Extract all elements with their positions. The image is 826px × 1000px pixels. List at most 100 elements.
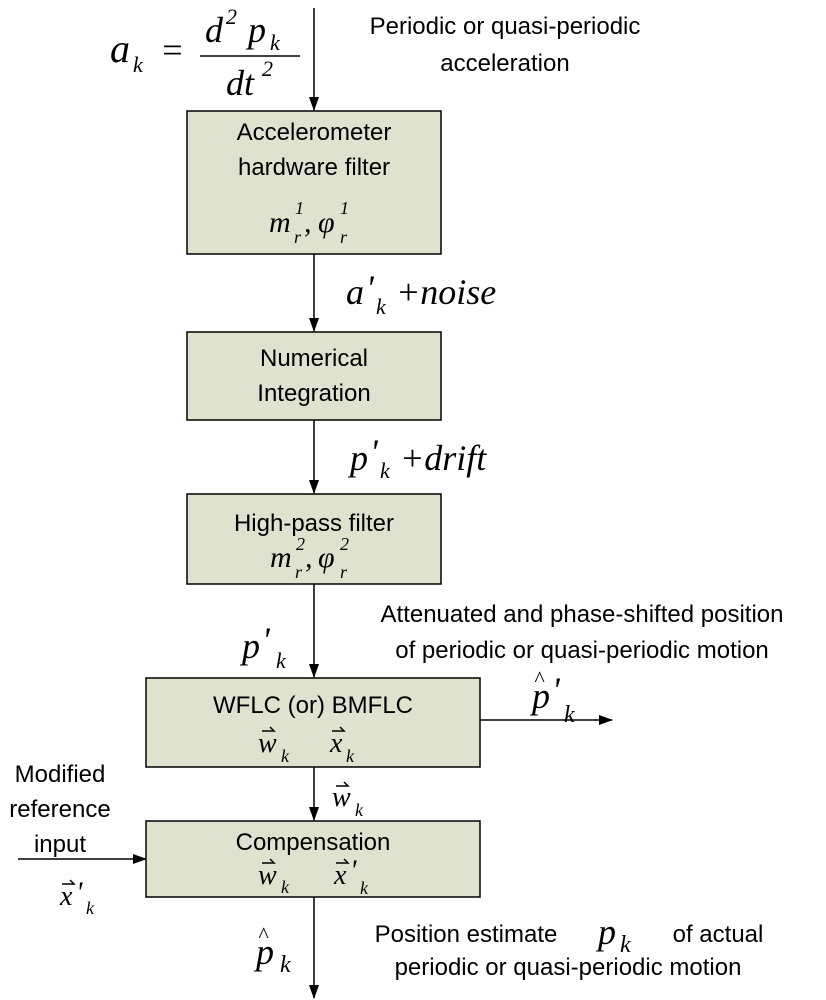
ref-x-vector-arrow [62, 879, 76, 885]
box1-m: m [269, 206, 291, 239]
ref-x-prime: x ' k [59, 876, 95, 918]
box1-params: m 1 r , φ 1 r [269, 198, 349, 247]
box3-comma: , [305, 541, 313, 574]
box3-line1: High-pass filter [234, 510, 394, 537]
eq-num-subscript: k [270, 30, 281, 55]
box1-phi: φ [318, 206, 335, 239]
box5-x-prime: ' [350, 854, 357, 887]
eq-num-p: p [245, 10, 266, 50]
box5-params: w k x ' k [258, 854, 369, 898]
box4-x-sub: k [346, 746, 355, 766]
box2-line1: Numerical [260, 345, 368, 372]
eq-lhs-subscript: k [133, 52, 144, 77]
out1-prime: ' [552, 670, 561, 710]
sig1-prime: ' [366, 268, 375, 308]
out2-base: p [253, 932, 274, 972]
sig3-prime: ' [262, 620, 271, 660]
eq-lhs: a [110, 26, 130, 71]
final-p: p [595, 912, 616, 952]
box1-comma: , [304, 206, 312, 239]
box4-w-vector-arrow [262, 726, 276, 732]
acceleration-equation: a k = d 2 p k dt 2 [110, 4, 300, 103]
out2-hat: ^ [258, 922, 269, 947]
ref-x-prime-mark: ' [76, 876, 83, 909]
box3-phi-sub: r [340, 562, 348, 582]
box1-phi-sub: r [340, 227, 348, 247]
ref-label-line3: input [34, 831, 86, 858]
output-p-hat: p ^ k [253, 922, 291, 978]
accelerometer-filter-box [186, 110, 442, 255]
sig2-prime: ' [370, 432, 379, 472]
signal-p-prime: p ' k [239, 620, 287, 673]
box1-line1: Accelerometer [237, 119, 392, 146]
box5-w-sub: k [281, 877, 290, 897]
out1-subscript: k [564, 702, 575, 728]
sig3-base: p [239, 626, 260, 666]
box1-line2: hardware filter [238, 154, 390, 181]
out1-base: p [529, 676, 550, 716]
box3-phi: φ [318, 541, 335, 574]
eq-den-exp: 2 [262, 56, 273, 81]
box2-line2: Integration [257, 380, 370, 407]
ref-label-line1: Modified [15, 761, 106, 788]
box4-x: x [329, 728, 343, 759]
final-p-sub: k [620, 932, 631, 958]
top-label-line2: acceleration [440, 50, 569, 77]
signal-p-prime-drift: p ' k +drift [347, 432, 487, 483]
box4-params: w k x k [258, 726, 355, 766]
out1-hat: ^ [534, 666, 545, 691]
box4-x-vector-arrow [332, 726, 346, 732]
ref-x-subscript: k [86, 898, 95, 918]
output-p-hat-prime: p ^ ' k [529, 666, 575, 728]
box5-x: x [333, 860, 347, 891]
box5-w-vector-arrow [262, 858, 276, 864]
box3-phi-sup: 2 [340, 534, 349, 554]
box1-m-sub: r [294, 227, 302, 247]
eq-den-dt: dt [226, 63, 255, 103]
sig2-rest: +drift [400, 438, 487, 478]
sig3-subscript: k [276, 648, 287, 673]
box1-m-sup: 1 [295, 198, 304, 218]
sig2-subscript: k [380, 458, 391, 483]
annotation-line2: of periodic or quasi-periodic motion [395, 637, 769, 664]
ref-x: x [59, 881, 73, 912]
box3-m: m [270, 541, 292, 574]
out2-subscript: k [280, 952, 291, 978]
eq-equals: = [160, 30, 184, 70]
eq-num-exp: 2 [226, 4, 237, 29]
final-line1-a: Position estimate [375, 921, 558, 948]
sig4-w: w [332, 782, 351, 813]
final-line1-b: of actual [673, 921, 764, 948]
sig4-subscript: k [355, 800, 364, 820]
box5-x-vector-arrow [336, 858, 350, 864]
sig1-base: a [346, 272, 364, 312]
sig1-subscript: k [376, 294, 387, 319]
numerical-integration-box [186, 331, 442, 421]
box4-line1: WFLC (or) BMFLC [213, 692, 413, 719]
top-label-line1: Periodic or quasi-periodic [370, 13, 641, 40]
box3-m-sub: r [295, 562, 303, 582]
compensation-box [145, 820, 481, 898]
annotation-line1: Attenuated and phase-shifted position [381, 601, 784, 628]
box3-m-sup: 2 [296, 534, 305, 554]
sig1-rest: +noise [396, 272, 496, 312]
eq-num-d: d [205, 10, 224, 50]
box5-line1: Compensation [236, 829, 391, 856]
wflc-bmflc-box [145, 677, 481, 768]
box3-params: m 2 r , φ 2 r [270, 534, 349, 582]
sig2-base: p [347, 438, 368, 478]
final-p-symbol: p k [595, 912, 631, 958]
ref-label-line2: reference [9, 796, 110, 823]
box4-w-sub: k [281, 746, 290, 766]
box5-x-sub: k [360, 878, 369, 898]
high-pass-filter-box [186, 493, 442, 585]
box1-phi-sup: 1 [340, 198, 349, 218]
signal-a-prime-noise: a ' k +noise [346, 268, 496, 319]
sig4-vector-arrow [336, 781, 350, 787]
box5-w: w [258, 860, 277, 891]
box4-w: w [258, 728, 277, 759]
signal-w-vector: w k [332, 781, 364, 820]
final-line2: periodic or quasi-periodic motion [395, 954, 742, 981]
